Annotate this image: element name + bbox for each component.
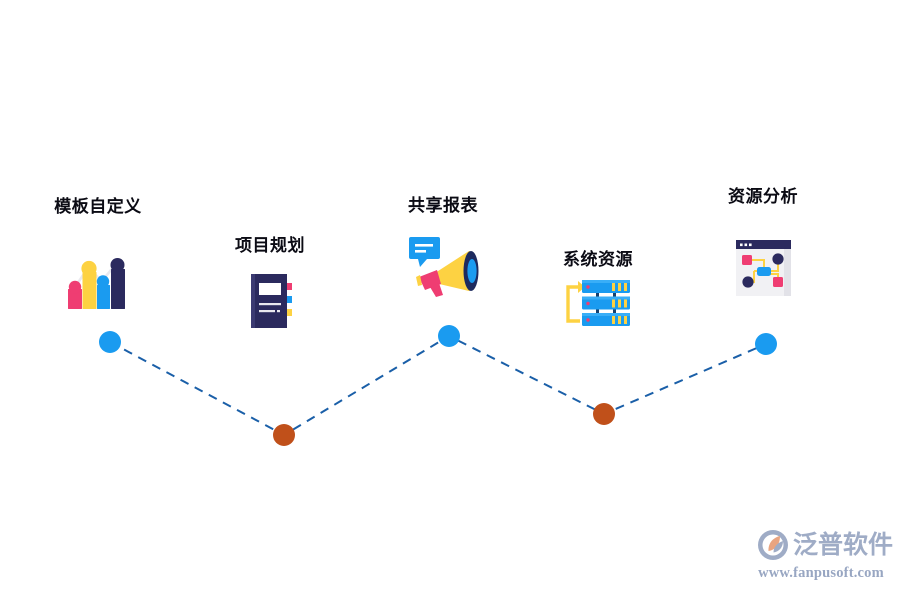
timeline-node-4[interactable]	[593, 403, 615, 425]
step-label-1: 模板自定义	[54, 197, 142, 216]
notebook-icon	[247, 272, 297, 335]
step-label-4: 系统资源	[563, 250, 633, 269]
connector-path	[109, 334, 767, 437]
watermark: 泛普软件 www.fanpusoft.com	[756, 526, 893, 582]
step-label-3: 共享报表	[408, 196, 478, 215]
watermark-url: www.fanpusoft.com	[758, 565, 884, 581]
timeline-node-1[interactable]	[99, 331, 121, 353]
step-label-5: 资源分析	[728, 187, 798, 206]
fanpusoft-logo-icon	[758, 530, 788, 560]
browser-flowchart-icon	[734, 238, 796, 303]
timeline-node-5[interactable]	[755, 333, 777, 355]
bar-chart-icon	[66, 256, 130, 317]
watermark-brand: 泛普软件	[793, 530, 894, 559]
step-label-2: 项目规划	[235, 236, 305, 255]
server-rack-icon	[564, 277, 632, 334]
timeline-node-3[interactable]	[438, 325, 460, 347]
megaphone-icon	[407, 235, 483, 302]
timeline-node-2[interactable]	[273, 424, 295, 446]
